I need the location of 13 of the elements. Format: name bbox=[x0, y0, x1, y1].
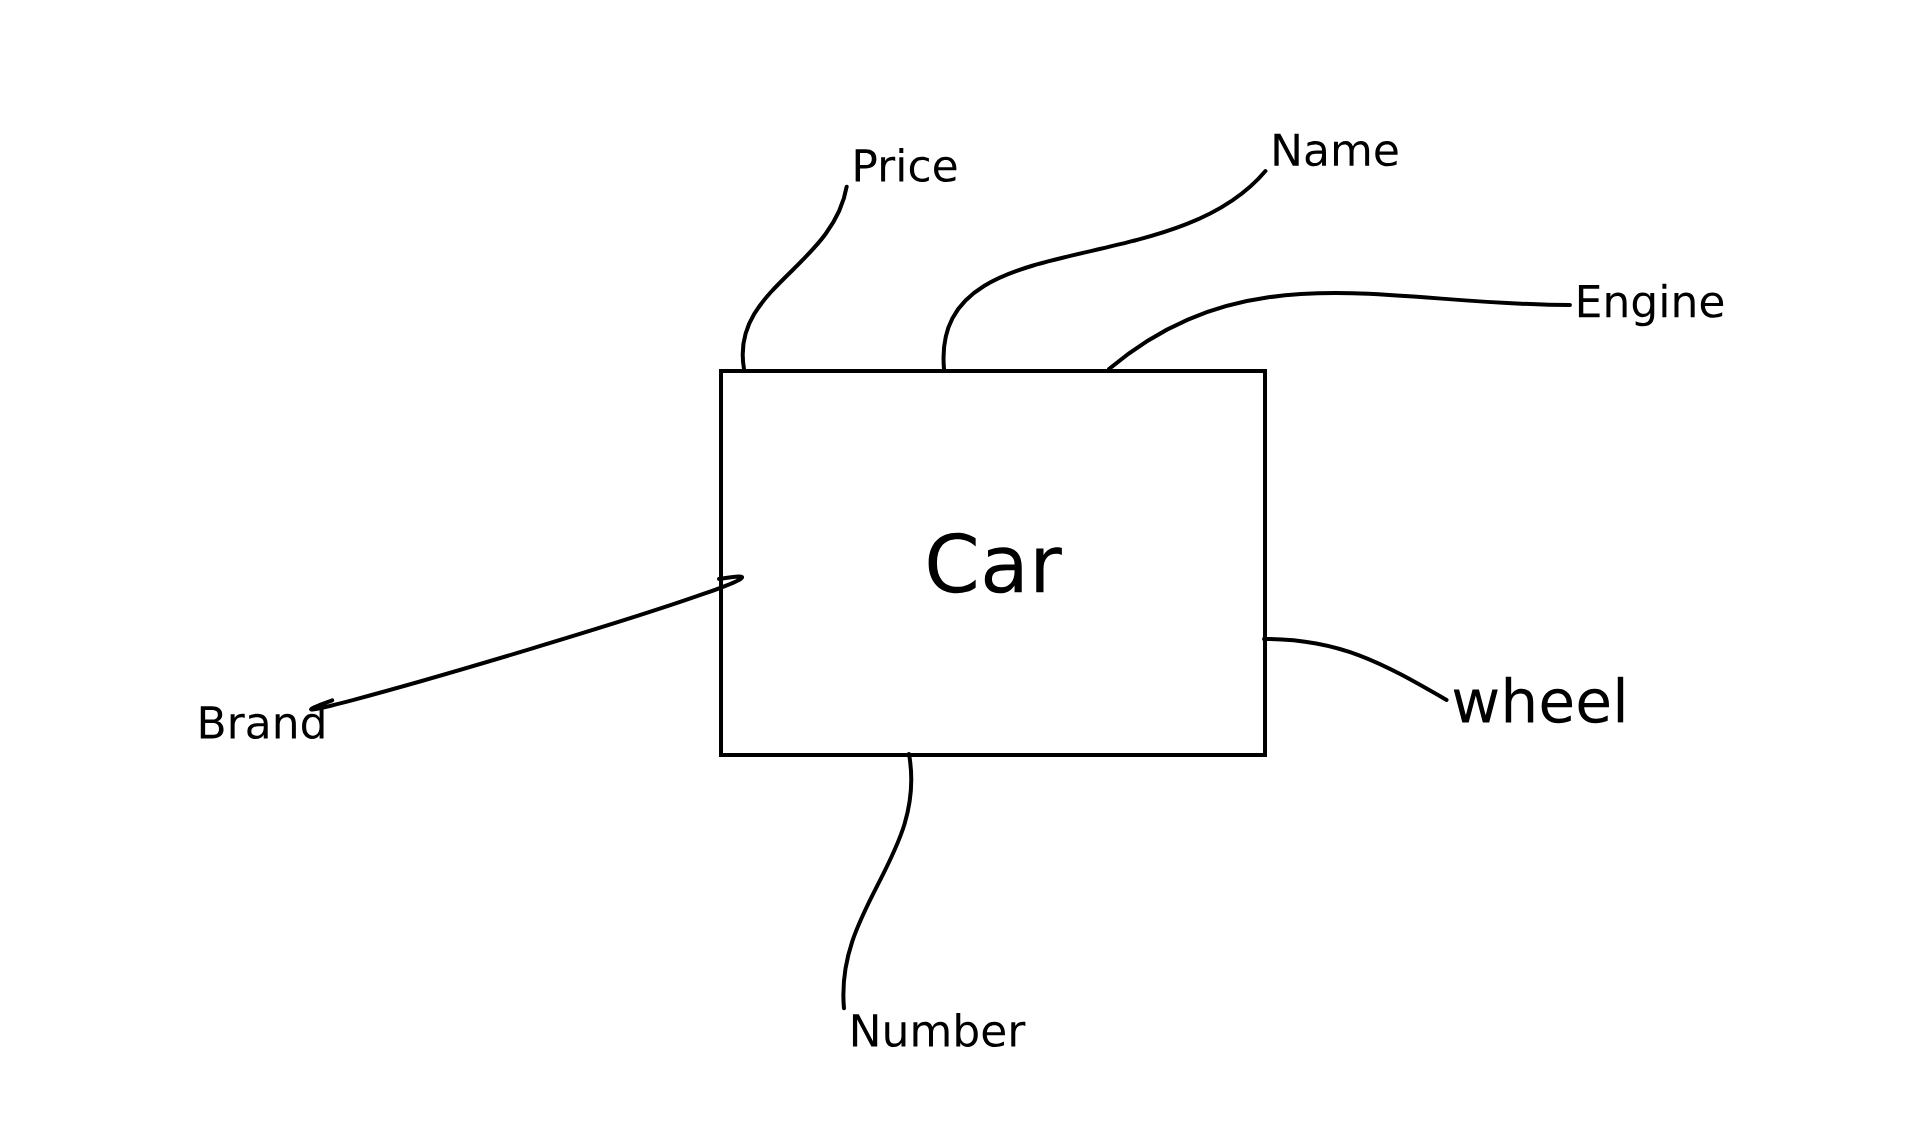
connector-line bbox=[309, 574, 744, 711]
connector-line bbox=[942, 169, 1268, 371]
connector-line bbox=[740, 184, 849, 371]
entity-box: Car bbox=[719, 369, 1267, 757]
attribute-label: Price bbox=[855, 147, 957, 183]
attribute-label: Brand bbox=[200, 705, 324, 740]
connector-line bbox=[841, 752, 914, 1011]
attribute-label: Number bbox=[852, 1013, 1026, 1048]
attribute-label: Name bbox=[1274, 133, 1398, 167]
connector-line bbox=[1107, 291, 1572, 371]
attribute-label: Engine bbox=[1578, 283, 1724, 327]
attribute-label: wheel bbox=[1453, 676, 1624, 724]
connector-line bbox=[1262, 637, 1449, 702]
